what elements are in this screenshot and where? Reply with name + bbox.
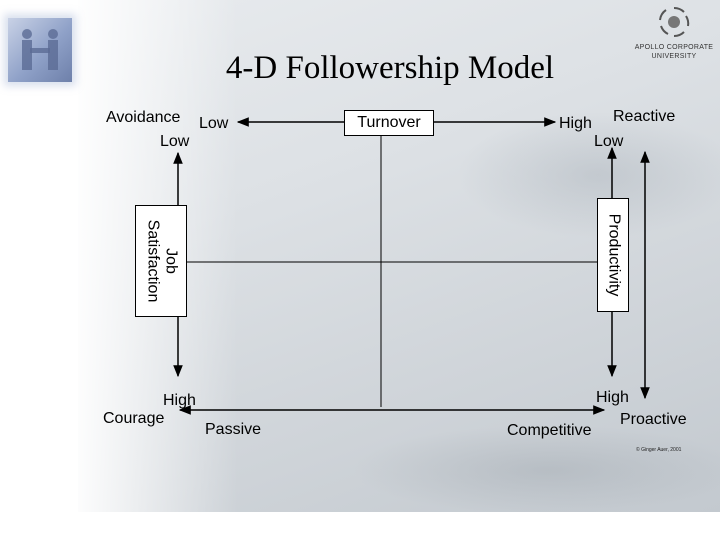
left-margin (0, 0, 78, 540)
handshake-photo-icon (8, 18, 72, 82)
label-satisfaction: Satisfaction (144, 219, 161, 303)
label-high-vertical-left: High (163, 392, 196, 409)
logo-line2: UNIVERSITY (651, 53, 697, 60)
label-job: Job (162, 248, 179, 274)
label-job-satisfaction-box: Job Satisfaction (135, 205, 187, 317)
sun-logo-icon (659, 6, 690, 38)
label-productivity: Productivity (605, 213, 623, 297)
label-turnover: Turnover (344, 110, 434, 136)
apollo-logo: APOLLO CORPORATE UNIVERSITY (628, 4, 720, 66)
label-productivity-box: Productivity (597, 198, 629, 312)
label-low-vertical-left: Low (160, 133, 190, 150)
label-passive: Passive (205, 421, 262, 438)
handshake-silhouette-icon (22, 29, 58, 70)
label-competitive: Competitive (507, 422, 592, 439)
label-avoidance: Avoidance (106, 109, 181, 126)
page-title: 4-D Followership Model (225, 50, 555, 86)
bottom-margin (0, 512, 720, 540)
label-courage: Courage (103, 410, 165, 427)
logo-line1: APOLLO CORPORATE (634, 44, 714, 51)
label-reactive: Reactive (613, 108, 676, 125)
copyright-note: © Ginger Auer, 2001 (636, 447, 682, 453)
label-high-horizontal-right: High (559, 115, 592, 132)
label-high-vertical-right: High (596, 389, 629, 406)
label-low-vertical-right: Low (594, 133, 624, 150)
label-low-horizontal-left: Low (199, 115, 229, 132)
label-proactive: Proactive (620, 411, 687, 428)
